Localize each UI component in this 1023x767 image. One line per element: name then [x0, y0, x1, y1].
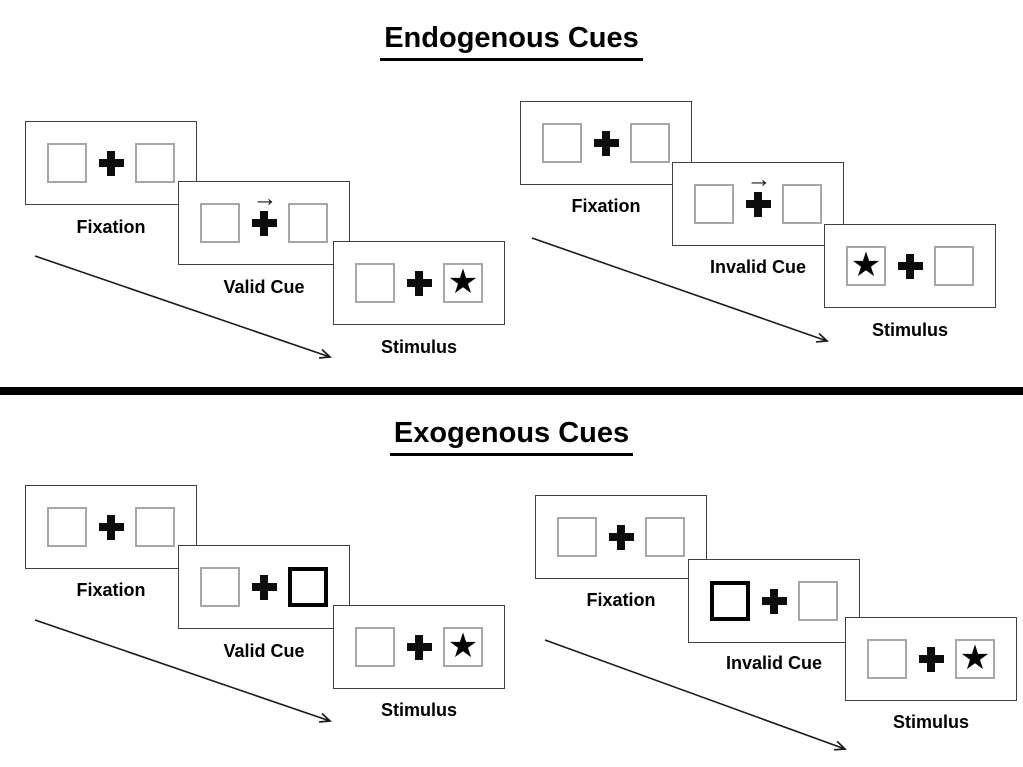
- right-placeholder-box: [135, 507, 175, 547]
- left-stimulus-box: ★: [846, 246, 886, 286]
- left-placeholder-box: [355, 627, 395, 667]
- right-stimulus-box: ★: [443, 627, 483, 667]
- panel-label: Invalid Cue: [725, 653, 823, 673]
- timeline-arrow-endogenous-valid: [34, 255, 332, 359]
- fixation-cross-icon: [406, 270, 432, 296]
- left-placeholder-box: [694, 184, 734, 224]
- timeline-arrow-exogenous-invalid: [544, 639, 847, 751]
- timeline-arrow-exogenous-valid: [34, 619, 332, 723]
- right-placeholder-box: [645, 517, 685, 557]
- stimulus-panel: ★: [333, 241, 505, 325]
- invalid-cue-panel: [688, 559, 860, 643]
- timeline-arrow-endogenous-invalid: [531, 237, 829, 343]
- section-divider: [0, 387, 1023, 395]
- stimulus-panel: ★: [333, 605, 505, 689]
- star-stimulus-icon: ★: [447, 263, 479, 301]
- panel-label: Valid Cue: [223, 277, 305, 297]
- right-placeholder-box: [135, 143, 175, 183]
- fixation-panel: [25, 121, 197, 205]
- right-placeholder-box: [798, 581, 838, 621]
- fixation-cross-icon: [608, 524, 634, 550]
- panel-label: Stimulus: [892, 712, 969, 732]
- left-placeholder-box: [200, 203, 240, 243]
- fixation-panel: [535, 495, 707, 579]
- right-arrow-cue-icon: →: [252, 183, 278, 212]
- fixation-cross-icon: [98, 150, 124, 176]
- section-title-endogenous: Endogenous Cues: [0, 22, 1023, 61]
- left-placeholder-box: [200, 567, 240, 607]
- fixation-cross-icon: [251, 574, 277, 600]
- left-placeholder-box: [867, 639, 907, 679]
- stimulus-panel: ★: [824, 224, 996, 308]
- panel-label: Fixation: [586, 590, 656, 610]
- star-stimulus-icon: ★: [959, 639, 991, 677]
- right-placeholder-box: [782, 184, 822, 224]
- panel-label: Stimulus: [871, 320, 948, 340]
- left-placeholder-box: [47, 507, 87, 547]
- panel-label: Fixation: [571, 196, 641, 216]
- left-bold-cue-box: [710, 581, 750, 621]
- panel-label: Valid Cue: [223, 641, 305, 661]
- fixation-panel: [520, 101, 692, 185]
- left-placeholder-box: [542, 123, 582, 163]
- section-title-text: Endogenous Cues: [380, 22, 643, 61]
- valid-cue-panel: [178, 545, 350, 629]
- fixation-cross-icon: [761, 588, 787, 614]
- fixation-cross-icon: [745, 191, 771, 217]
- panel-label: Stimulus: [380, 700, 457, 720]
- right-arrow-cue-icon: →: [746, 164, 772, 193]
- fixation-panel: [25, 485, 197, 569]
- section-title-exogenous: Exogenous Cues: [0, 417, 1023, 456]
- valid-cue-panel: →: [178, 181, 350, 265]
- invalid-cue-panel: →: [672, 162, 844, 246]
- panel-label: Fixation: [76, 217, 146, 237]
- fixation-cross-icon: [918, 646, 944, 672]
- section-title-text: Exogenous Cues: [389, 417, 634, 456]
- left-placeholder-box: [557, 517, 597, 557]
- right-stimulus-box: ★: [955, 639, 995, 679]
- right-placeholder-box: [630, 123, 670, 163]
- star-stimulus-icon: ★: [447, 627, 479, 665]
- fixation-cross-icon: [406, 634, 432, 660]
- fixation-cross-icon: [251, 210, 277, 236]
- panel-label: Stimulus: [380, 337, 457, 357]
- right-stimulus-box: ★: [443, 263, 483, 303]
- left-placeholder-box: [47, 143, 87, 183]
- fixation-cross-icon: [897, 253, 923, 279]
- panel-label: Invalid Cue: [709, 257, 807, 277]
- stimulus-panel: ★: [845, 617, 1017, 701]
- right-placeholder-box: [288, 203, 328, 243]
- left-placeholder-box: [355, 263, 395, 303]
- panel-label: Fixation: [76, 580, 146, 600]
- fixation-cross-icon: [98, 514, 124, 540]
- star-stimulus-icon: ★: [850, 246, 882, 284]
- fixation-cross-icon: [593, 130, 619, 156]
- right-placeholder-box: [934, 246, 974, 286]
- right-bold-cue-box: [288, 567, 328, 607]
